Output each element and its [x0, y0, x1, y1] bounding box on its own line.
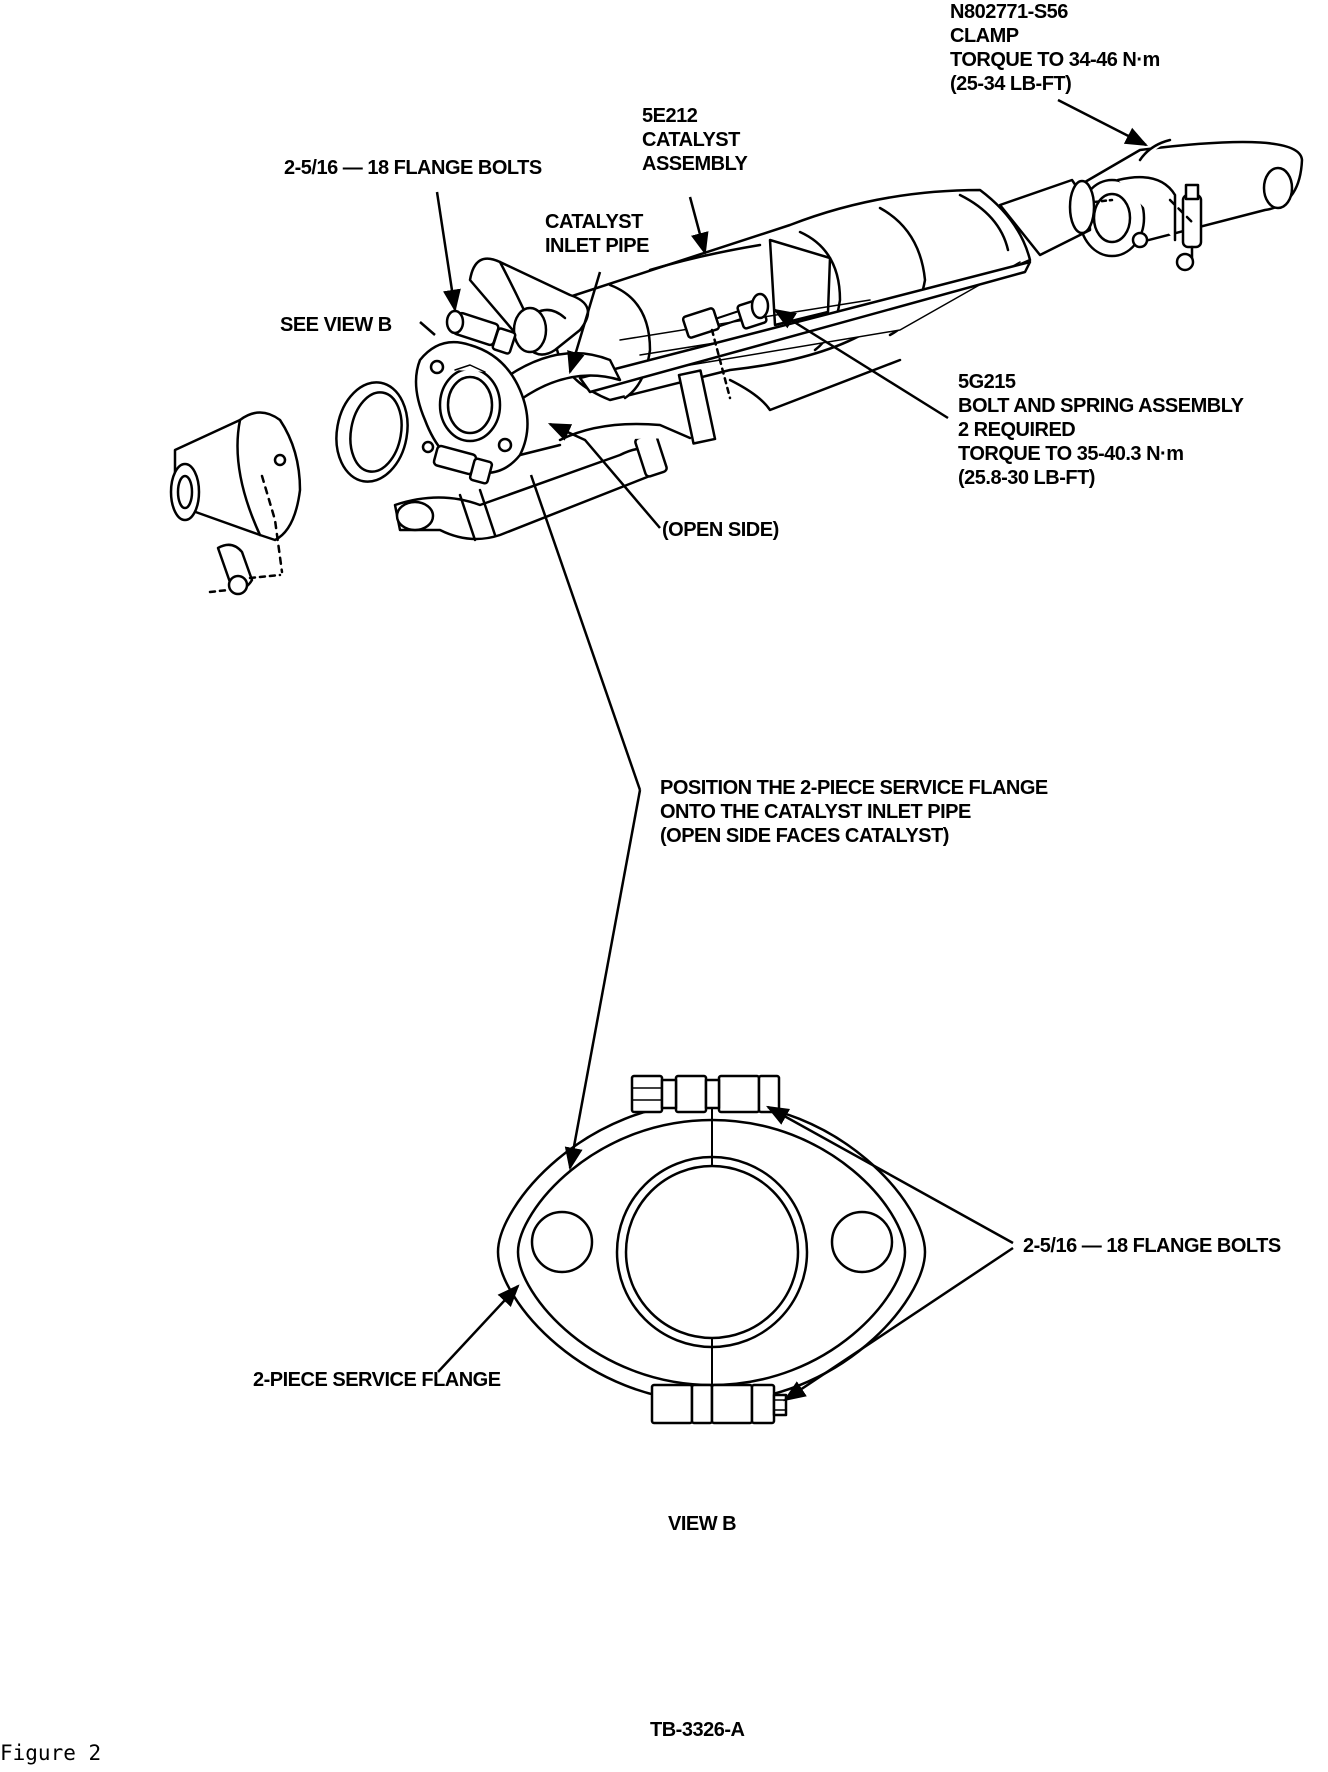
- leader-see-view-b: [420, 322, 435, 335]
- service-flange-plate: [498, 1080, 925, 1402]
- leader-bolt-spring: [773, 308, 948, 418]
- label-catalyst-assembly: 5E212 CATALYST ASSEMBLY: [642, 105, 748, 175]
- label-view-b: VIEW B: [668, 1513, 737, 1535]
- label-position-note: POSITION THE 2-PIECE SERVICE FLANGE ONTO…: [660, 777, 1048, 847]
- label-bolt-spring-assembly: 5G215 BOLT AND SPRING ASSEMBLY 2 REQUIRE…: [958, 371, 1244, 489]
- nut-retainer: [210, 545, 280, 594]
- inlet-flange: [416, 342, 528, 473]
- label-see-view-b: SEE VIEW B: [280, 314, 392, 336]
- label-clamp: N802771-S56 CLAMP TORQUE TO 34-46 N·m (2…: [950, 1, 1160, 95]
- label-service-flange: 2-PIECE SERVICE FLANGE: [253, 1369, 501, 1391]
- service-flange-bolt-bottom: [652, 1385, 786, 1423]
- leader-service-flange: [438, 1284, 520, 1372]
- gasket-ring: [329, 377, 415, 488]
- bolt-spring-assembly: [682, 294, 768, 398]
- label-tb-number: TB-3326-A: [650, 1719, 745, 1741]
- catalyst-inlet-pipe: [470, 259, 620, 400]
- leader-lines: [420, 100, 1149, 1402]
- flange-bolt-lower: [423, 442, 493, 484]
- leader-open-side: [547, 424, 660, 528]
- label-flange-bolts-top: 2-5/16 — 18 FLANGE BOLTS: [284, 157, 542, 179]
- label-flange-bolts-view-b: 2-5/16 — 18 FLANGE BOLTS: [1023, 1235, 1281, 1257]
- leader-inlet-pipe: [567, 272, 600, 375]
- outlet-clamp: [1118, 177, 1201, 270]
- figure-caption: Figure 2: [0, 1741, 102, 1765]
- exhaust-assembly-drawing: [171, 140, 1302, 594]
- leader-view-b-bolt-bottom: [783, 1248, 1013, 1402]
- service-flange-bolt-top: [632, 1076, 779, 1112]
- leader-catalyst: [690, 197, 709, 256]
- view-b-flange-drawing: [498, 1076, 925, 1423]
- label-open-side: (OPEN SIDE): [662, 519, 779, 541]
- label-catalyst-inlet-pipe: CATALYST INLET PIPE: [545, 211, 649, 257]
- leader-flange-bolts: [437, 192, 461, 313]
- leader-position-note: [531, 475, 640, 790]
- leader-to-view-b: [564, 790, 640, 1171]
- leader-clamp: [1058, 100, 1149, 145]
- front-exhaust-pipe: [171, 413, 300, 573]
- leader-view-b-bolt-top: [766, 1107, 1013, 1243]
- converter-rear-pipe: [1000, 180, 1112, 255]
- heat-shield-bracket: [580, 262, 1030, 444]
